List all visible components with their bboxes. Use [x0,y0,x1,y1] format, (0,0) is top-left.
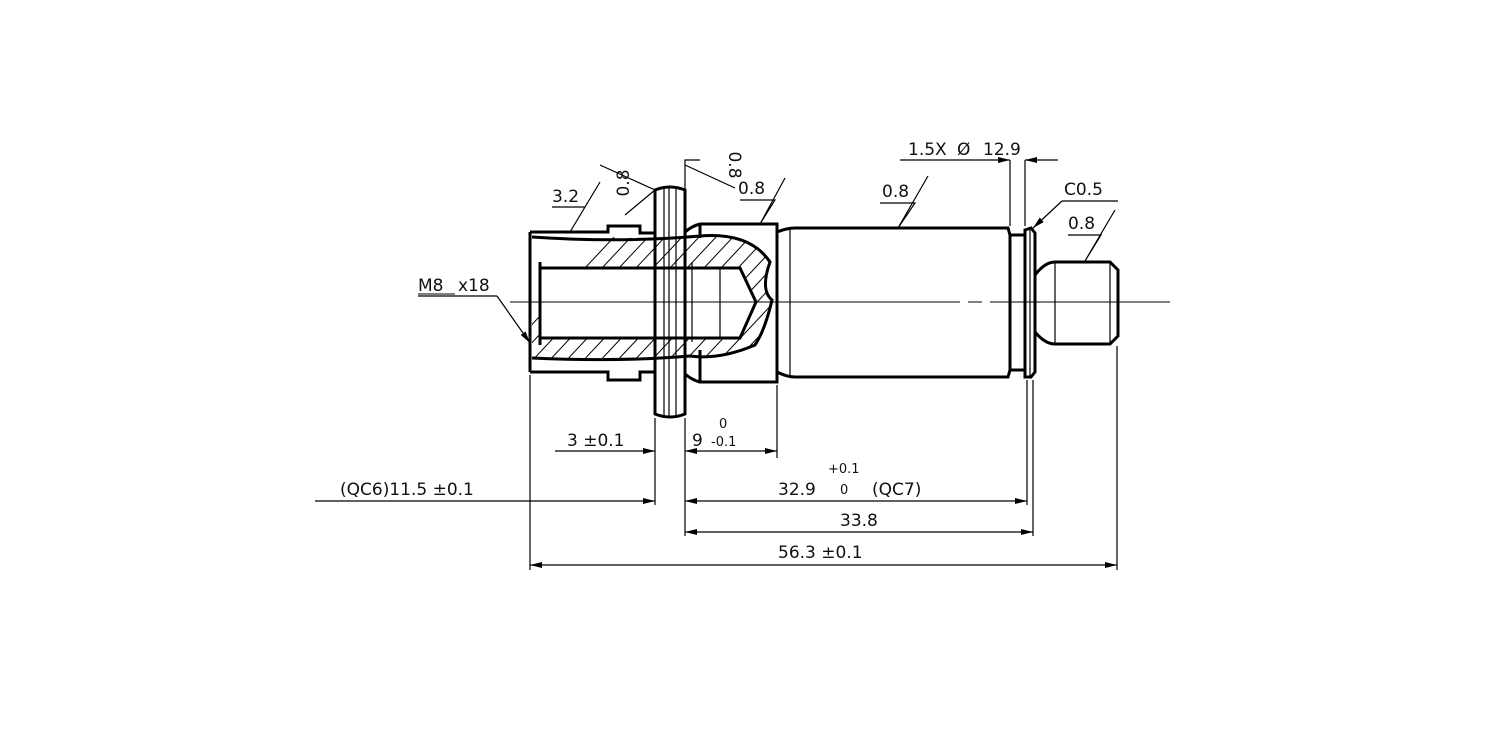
hatch-line [734,235,772,360]
part-outline [528,185,1120,419]
roughness-3-2-label: 3.2 [552,187,579,207]
roughness-pin-label: 0.8 [1068,214,1095,234]
roughness-flange-right-label: 0.8 [724,151,744,178]
roughness-flange-left-label: 0.8 [614,169,634,196]
groove-label: 1.5X [908,140,947,160]
roughness-symbol-hex [740,177,786,225]
roughness-symbol-shaft [880,175,929,229]
hex-tol-upper: 0 [719,417,727,432]
diameter-symbol: Ø [957,140,970,160]
extension-lines [529,160,1118,570]
overall-length-dim: 56.3 ±0.1 [778,543,863,563]
hatch-line [803,220,953,380]
groove-diameter-label: 12.9 [983,140,1021,160]
thread-label: M8 [418,276,443,296]
hatch-line [768,235,772,360]
shaft-tol-upper: +0.1 [828,462,860,477]
hatch-line [532,235,665,360]
left-length-dim: (QC6)11.5 ±0.1 [340,480,474,500]
chamfer-label: C0.5 [1064,180,1103,200]
roughness-hex-label: 0.8 [738,179,765,199]
hatch-line [751,235,772,360]
hatch-line [532,235,631,360]
hatch-line [717,235,772,360]
hex-tol-lower: -0.1 [711,435,736,450]
dimension-lines [315,157,1118,568]
shaft-length-dim: 32.9 [778,480,816,500]
hatch-line [683,235,772,360]
roughness-symbol-flange-left [599,164,657,216]
roughness-symbol-left [552,181,601,233]
roughness-symbol-pin [1068,209,1116,262]
to-collar-dim: 33.8 [840,511,878,531]
roughness-symbol-flange-right [684,159,736,190]
hex-length-dim: 9 [692,431,703,451]
roughness-shaft-label: 0.8 [882,182,909,202]
shaft-tol-lower: 0 [840,483,848,498]
shaft-note: (QC7) [872,480,921,500]
thread-depth-label: x18 [458,276,490,296]
roughness-symbols [552,159,1116,262]
flange-width-dim: 3 ±0.1 [567,431,625,451]
hatch-line [786,220,936,380]
hatch-line [532,235,682,360]
hatch-line [532,235,648,360]
